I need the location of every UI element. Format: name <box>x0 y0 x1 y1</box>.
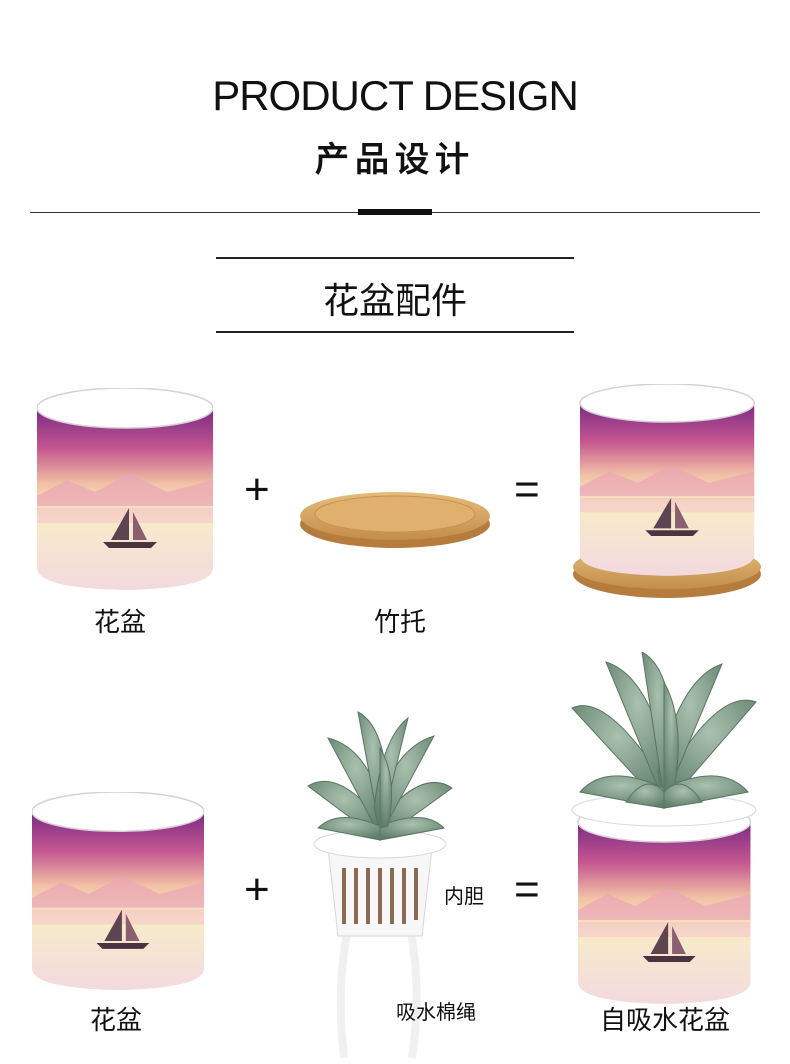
flower-pot-image-2 <box>32 792 204 992</box>
title-english: PRODUCT DESIGN <box>212 72 579 119</box>
subtitle-rule-bottom <box>216 331 574 333</box>
label-bamboo-tray: 竹托 <box>373 608 426 638</box>
equals-sign: = <box>514 465 540 514</box>
self-watering-pot-image <box>566 652 762 1008</box>
plus-sign-2: + <box>244 865 270 914</box>
equals-sign-2: = <box>514 865 540 914</box>
label-inner-pot: 内胆 <box>444 884 484 908</box>
label-pot-2: 花盆 <box>89 1006 142 1036</box>
flower-pot-image <box>37 388 213 592</box>
label-self-watering-pot: 自吸水花盆 <box>599 1006 730 1036</box>
inner-pot-with-plant-image <box>298 708 462 1060</box>
title-chinese: 产品设计 <box>315 140 475 180</box>
bamboo-tray-image <box>298 486 492 550</box>
divider-accent <box>358 209 432 215</box>
subtitle-rule-top <box>216 257 574 259</box>
pot-with-tray-image <box>572 384 762 600</box>
plus-sign: + <box>244 465 270 514</box>
label-pot: 花盆 <box>93 608 146 638</box>
label-wicking-rope: 吸水棉绳 <box>396 1000 476 1024</box>
section-subtitle: 花盆配件 <box>322 281 467 322</box>
